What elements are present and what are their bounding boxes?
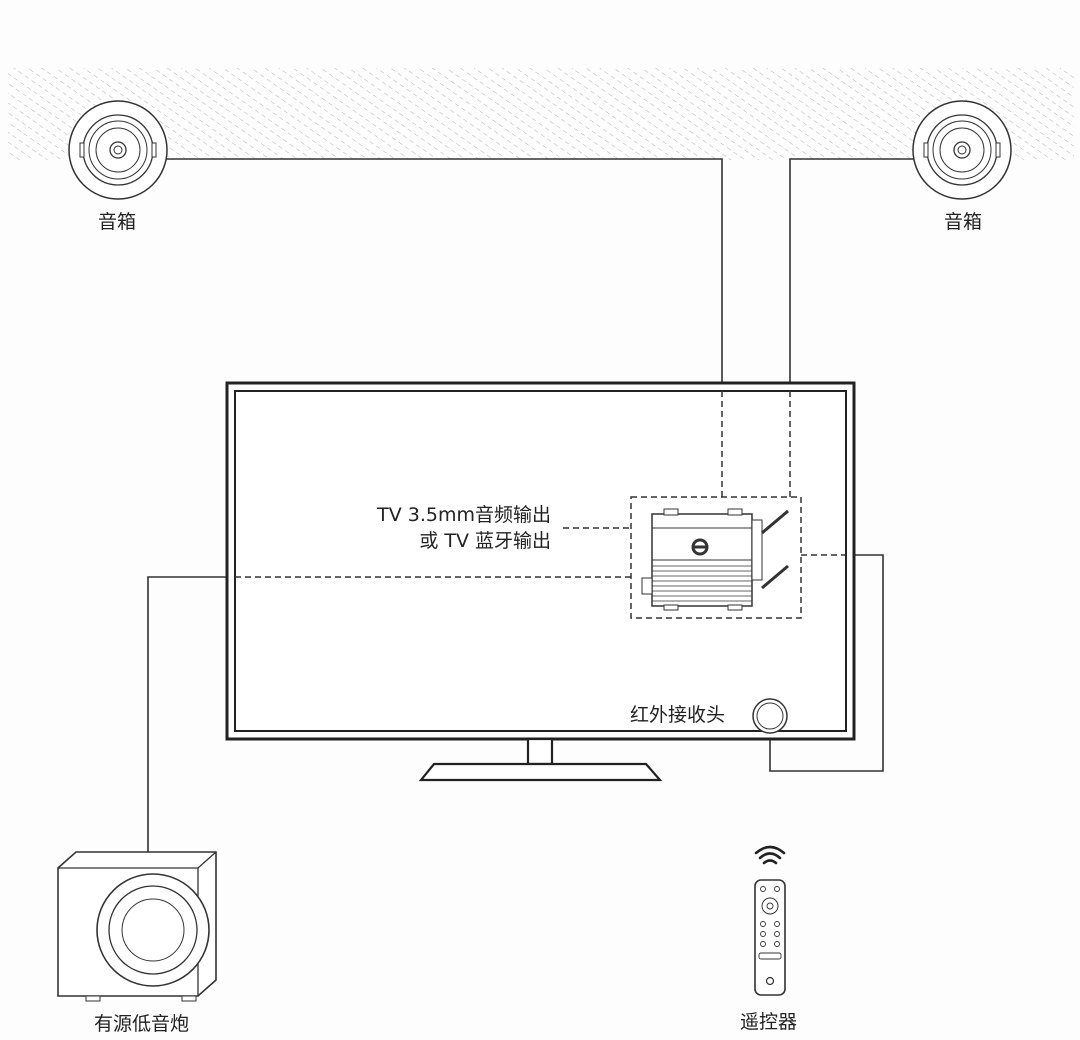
speaker-right-icon	[912, 100, 1012, 200]
subwoofer-icon	[57, 851, 217, 1002]
subwoofer-wire	[147, 576, 228, 852]
tv-output-label-line2: 或 TV 蓝牙输出	[419, 530, 551, 552]
subwoofer-label: 有源低音炮	[94, 1013, 190, 1035]
amplifier-icon	[641, 508, 789, 611]
speaker-left-label: 音箱	[98, 211, 137, 233]
dashed-connections	[235, 391, 846, 619]
remote-icon	[754, 879, 786, 996]
ceiling-band	[8, 68, 1074, 160]
remote-label: 遥控器	[740, 1011, 798, 1033]
speaker-right-label: 音箱	[944, 211, 983, 233]
wireless-signal-icon	[754, 845, 786, 865]
ir-wire	[769, 554, 884, 772]
tv-output-label-line1: TV 3.5mm音频输出	[377, 504, 551, 526]
speaker-wires	[162, 158, 1006, 383]
ir-receiver-label: 红外接收头	[630, 704, 726, 726]
speaker-left-icon	[68, 100, 168, 200]
ir-receiver-icon	[752, 698, 788, 734]
